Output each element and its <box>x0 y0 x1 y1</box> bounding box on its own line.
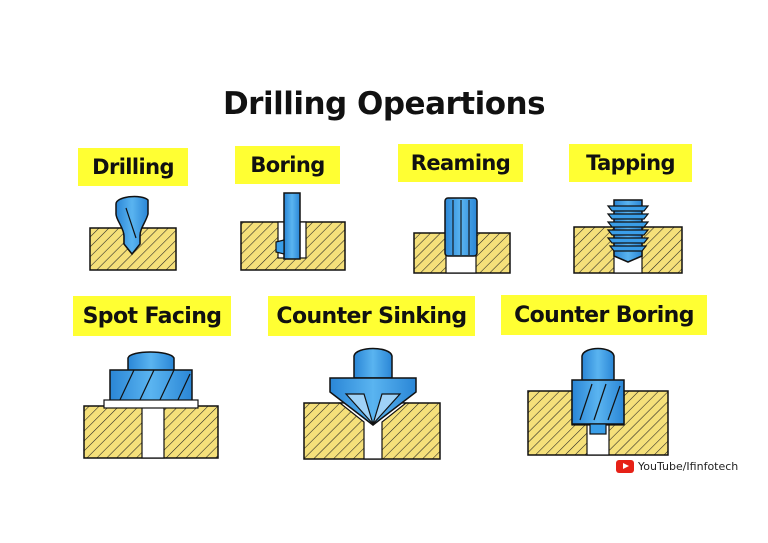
countersink-hole <box>338 402 408 460</box>
boring-bar <box>283 192 301 260</box>
spot-facer-shank <box>127 351 175 373</box>
boring-tool-tip <box>275 239 285 255</box>
youtube-credit: YouTube/Ifinfotech <box>616 457 738 475</box>
counter-boring-illustration <box>527 347 669 456</box>
counterbore-shank <box>581 347 615 383</box>
credit-text: YouTube/Ifinfotech <box>638 459 739 473</box>
label-spot-facing: Spot Facing <box>73 296 231 336</box>
drilling-illustration <box>89 195 177 271</box>
tapping-illustration <box>573 199 683 274</box>
counter-sinking-illustration <box>303 347 441 460</box>
label-counter-boring: Counter Boring <box>501 295 707 335</box>
counterbore-pilot <box>589 423 607 435</box>
label-tapping: Tapping <box>569 144 692 182</box>
countersink-tool <box>329 377 417 426</box>
reaming-illustration <box>413 197 511 274</box>
countersink-shank <box>353 347 393 379</box>
label-boring: Boring <box>235 146 340 184</box>
spot-facing-hole <box>141 405 165 459</box>
youtube-play-icon <box>616 459 634 473</box>
label-drilling: Drilling <box>78 148 188 186</box>
page-title: Drilling Opeartions <box>222 86 546 122</box>
counterbore-tool <box>571 379 625 425</box>
spot-facing-illustration <box>83 351 219 459</box>
label-reaming: Reaming <box>398 144 523 182</box>
label-counter-sinking: Counter Sinking <box>268 296 475 336</box>
boring-illustration <box>240 192 346 271</box>
